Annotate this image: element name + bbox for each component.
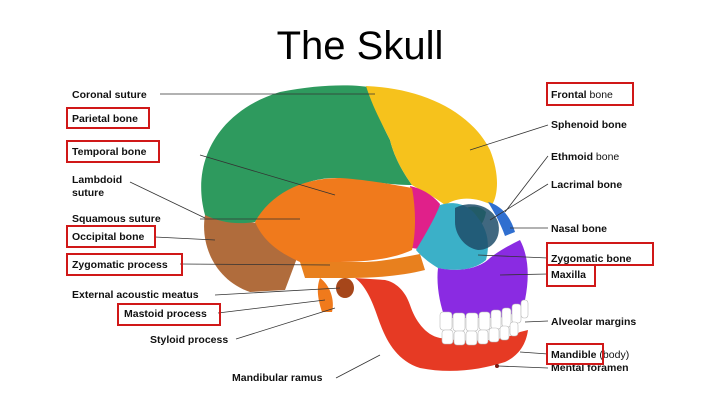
mastoid-region [317,278,333,312]
highlight-zygomatic-process-box [66,253,183,276]
label-squamous-suture: Squamous suture [72,213,161,225]
label-styloid-process: Styloid process [150,334,228,346]
leader-lines [129,93,549,379]
highlight-mandible-box [546,343,604,365]
label-mandibular-ramus: Mandibular ramus [232,372,323,384]
label-mandible-body: Mandible (body) [551,349,629,361]
highlight-maxilla-box [546,264,596,287]
label-temporal-bone: Temporal bone [72,146,147,158]
label-lambdoid-suture: suture [72,187,104,199]
label-parietal-bone: Parietal bone [72,113,138,125]
sphenoid-region [410,186,440,250]
skull-illustration [201,85,529,371]
label-mastoid-process: Mastoid process [124,308,207,320]
label-zygomatic-bone: Zygomatic bone [551,253,632,265]
highlight-zygomatic-bone-box [546,242,654,266]
label-ethmoid-bone: Ethmoid bone [551,151,619,163]
label-coronal-suture: Coronal suture [72,89,147,101]
highlight-frontal-box [546,82,634,106]
highlight-mastoid-box [117,303,221,326]
mandible-region [355,278,528,371]
highlight-parietal-box [66,107,150,129]
label-sphenoid-bone: Sphenoid bone [551,119,627,131]
mental-foramen-dot [495,364,499,368]
highlight-temporal-box [66,140,160,163]
zygomatic-arch [300,254,425,278]
left-labels: Coronal suture Parietal bone Temporal bo… [72,89,323,384]
upper-teeth [439,299,529,332]
label-lacrimal-bone: Lacrimal bone [551,179,622,191]
parietal-region [201,85,412,224]
label-external-acoustic-meatus: External acoustic meatus [72,289,199,301]
highlight-occipital-box [66,225,156,248]
frontal-region [366,86,497,205]
label-maxilla: Maxilla [551,269,586,281]
label-occipital-bone: Occipital bone [72,231,145,243]
slide-title: The Skull [276,24,444,68]
label-zygomatic-process: Zygomatic process [72,259,168,271]
label-frontal-bone: Frontal bone [551,89,613,101]
ear-canal [336,278,354,298]
lower-teeth [441,321,519,346]
temporal-region [255,178,415,262]
orbit [455,204,499,250]
label-lambdoid: Lambdoid [72,174,122,186]
maxilla-region [437,240,528,318]
right-labels: Frontal bone Sphenoid bone Ethmoid bone … [551,89,636,374]
nasal-region [488,202,515,236]
label-alveolar-margins: Alveolar margins [551,316,636,328]
label-nasal-bone: Nasal bone [551,223,607,235]
highlight-boxes [66,82,654,365]
